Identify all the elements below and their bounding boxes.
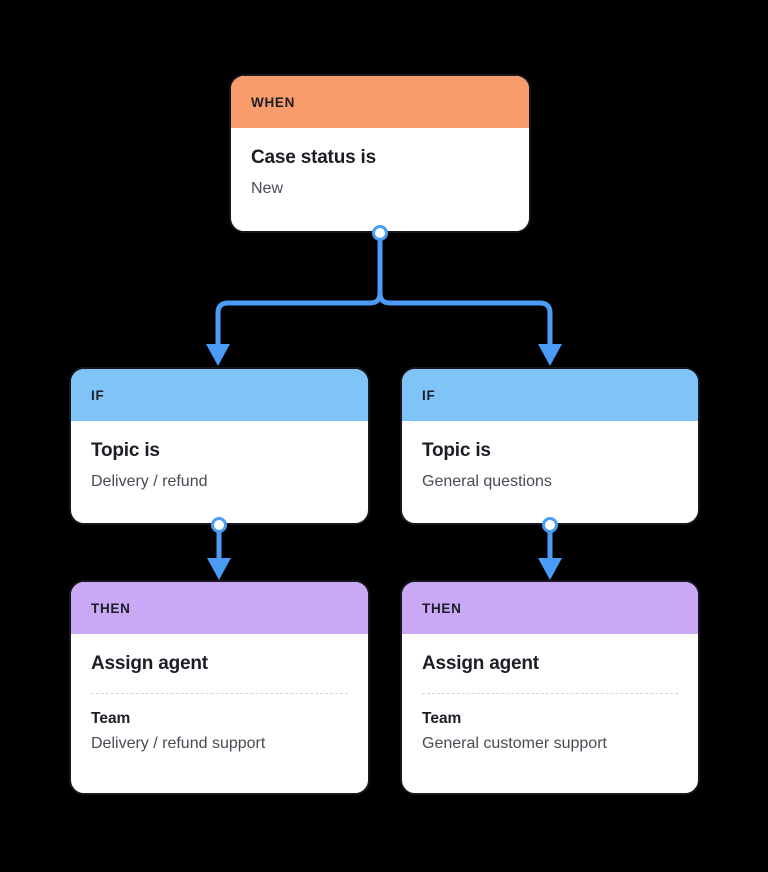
field-label: Team	[422, 709, 462, 727]
arrowhead-if2	[538, 344, 562, 366]
card-divider	[91, 692, 348, 694]
card-title: Assign agent	[91, 653, 208, 674]
connection-dot-when[interactable]	[372, 225, 388, 241]
connector-when-to-if2	[377, 230, 553, 347]
node-card-then-1[interactable]: THEN Assign agent Team Delivery / refund…	[69, 580, 370, 795]
node-card-if-2[interactable]: IF Topic is General questions	[400, 367, 700, 525]
card-subtitle: Delivery / refund	[91, 472, 208, 490]
card-body-when: Case status is New	[231, 128, 529, 200]
card-header-then: THEN	[71, 582, 368, 634]
field-value: Delivery / refund support	[91, 735, 266, 753]
card-subtitle: New	[251, 179, 284, 197]
connection-dot-if-1[interactable]	[211, 517, 227, 533]
card-header-then: THEN	[402, 582, 698, 634]
card-body-then-2: Assign agent Team General customer suppo…	[402, 634, 698, 756]
field-label: Team	[91, 709, 131, 727]
card-header-when: WHEN	[231, 76, 529, 128]
arrowhead-then2	[538, 558, 562, 580]
connection-dot-if-2[interactable]	[542, 517, 558, 533]
card-title: Assign agent	[422, 653, 539, 674]
card-title: Topic is	[91, 440, 160, 461]
arrowhead-if1	[206, 344, 230, 366]
card-divider	[422, 692, 678, 694]
card-subtitle: General questions	[422, 472, 552, 490]
arrowhead-then1	[207, 558, 231, 580]
card-title: Case status is	[251, 147, 376, 168]
card-body-then-1: Assign agent Team Delivery / refund supp…	[71, 634, 368, 756]
node-card-then-2[interactable]: THEN Assign agent Team General customer …	[400, 580, 700, 795]
card-body-if-2: Topic is General questions	[402, 421, 698, 493]
card-field: Team Delivery / refund support	[91, 710, 348, 755]
card-header-if: IF	[71, 369, 368, 421]
connector-when-to-if1	[215, 230, 383, 347]
card-title: Topic is	[422, 440, 491, 461]
node-card-when[interactable]: WHEN Case status is New	[229, 74, 531, 233]
node-card-if-1[interactable]: IF Topic is Delivery / refund	[69, 367, 370, 525]
card-field: Team General customer support	[422, 710, 678, 755]
card-body-if-1: Topic is Delivery / refund	[71, 421, 368, 493]
card-header-if: IF	[402, 369, 698, 421]
field-value: General customer support	[422, 735, 607, 753]
